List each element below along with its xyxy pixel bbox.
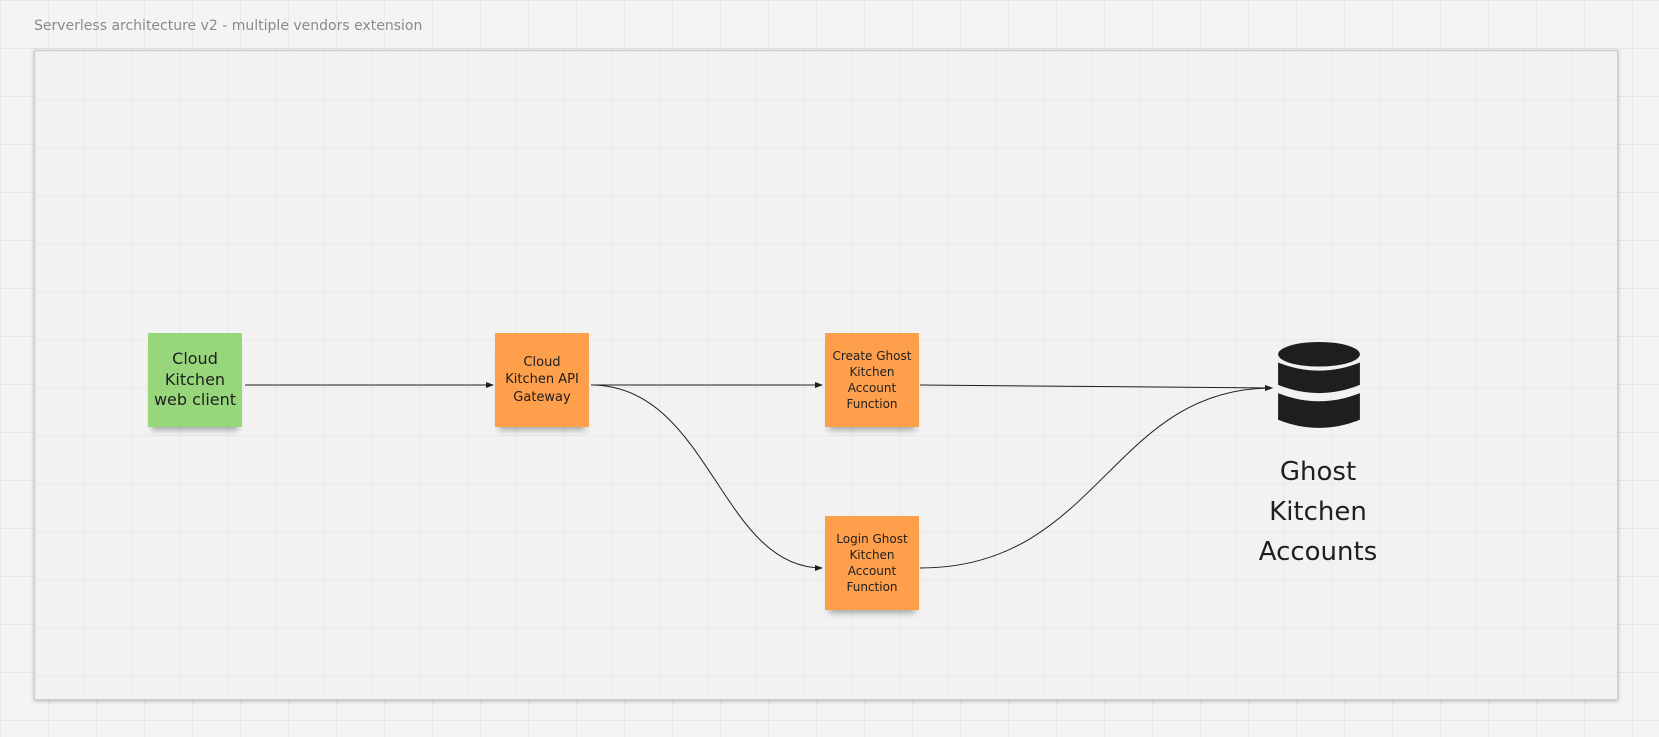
board-title: Serverless architecture v2 - multiple ve…: [34, 18, 423, 34]
sticky-web-client[interactable]: Cloud Kitchen web client: [148, 333, 242, 427]
sticky-api-gateway[interactable]: Cloud Kitchen API Gateway: [495, 333, 589, 427]
sticky-login-function-label: Login Ghost Kitchen Account Function: [836, 531, 908, 595]
database-icon[interactable]: [1278, 342, 1360, 434]
sticky-create-function[interactable]: Create Ghost Kitchen Account Function: [825, 333, 919, 427]
sticky-web-client-label: Cloud Kitchen web client: [153, 348, 237, 410]
database-label: Ghost Kitchen Accounts: [1258, 457, 1378, 567]
sticky-login-function[interactable]: Login Ghost Kitchen Account Function: [825, 516, 919, 610]
sticky-create-function-label: Create Ghost Kitchen Account Function: [832, 348, 912, 412]
sticky-api-gateway-label: Cloud Kitchen API Gateway: [505, 354, 579, 405]
